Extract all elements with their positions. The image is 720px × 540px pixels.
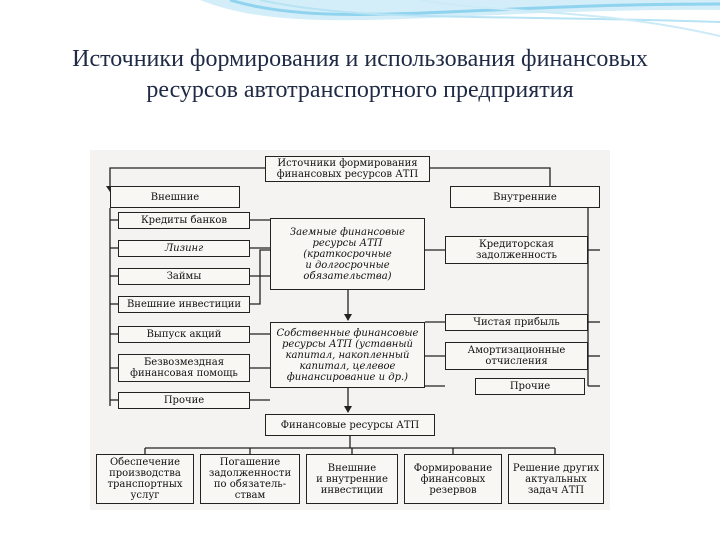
own-resources-box: Собственные финансовые ресурсы АТП (уста…: [270, 322, 425, 388]
slide-title: Источники формирования и использования ф…: [72, 46, 648, 103]
financing-diagram: Источники формирования финансовых ресурс…: [90, 150, 610, 510]
borrowed-resources-box: Заемные финансовые ресурсы АТП (краткоср…: [270, 218, 425, 290]
right-item-accounts-payable: Кредиторская задолженность: [445, 236, 588, 264]
left-item-grant-aid: Безвозмездная финансовая помощь: [118, 354, 250, 382]
external-sources-box: Внешние: [110, 186, 240, 208]
use-reserves: Формирование финансовых резервов: [404, 454, 502, 504]
right-item-depreciation: Амортизационные отчисления: [445, 342, 588, 370]
left-item-other: Прочие: [118, 392, 250, 409]
wave-decoration: [200, 0, 720, 37]
use-transport-services: Обеспечение производства транспортных ус…: [96, 454, 194, 504]
use-other-tasks: Решение других актуальных задач АТП: [508, 454, 604, 504]
use-investments: Внешние и внутренние инвестиции: [306, 454, 398, 504]
connector-lines: [106, 167, 600, 454]
right-item-net-profit: Чистая прибыль: [445, 314, 588, 331]
left-item-bank-loans: Кредиты банков: [118, 212, 250, 229]
left-item-loans: Займы: [118, 268, 250, 285]
left-item-share-issue: Выпуск акций: [118, 326, 250, 343]
left-item-leasing: Лизинг: [118, 240, 250, 257]
internal-sources-box: Внутренние: [450, 186, 600, 208]
use-debt-repayment: Погашение задолженности по обязатель- ст…: [200, 454, 300, 504]
left-item-external-investment: Внешние инвестиции: [118, 296, 250, 313]
total-resources-box: Финансовые ресурсы АТП: [265, 414, 435, 436]
right-item-other: Прочие: [475, 378, 585, 395]
root-box: Источники формирования финансовых ресурс…: [265, 156, 430, 182]
